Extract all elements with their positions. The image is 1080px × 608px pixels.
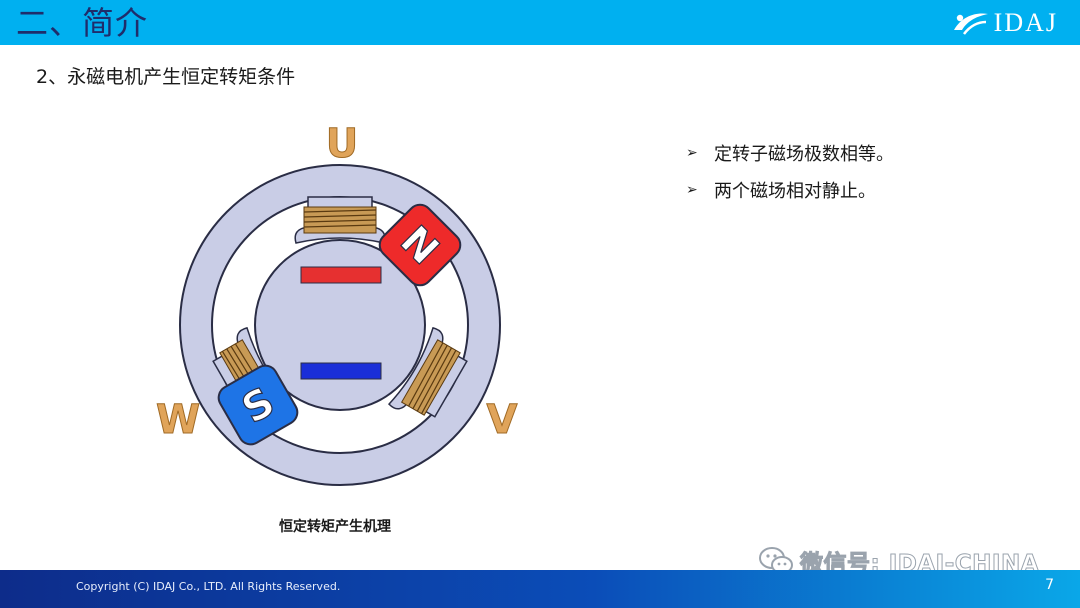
bullet-list: ➢ 定转子磁场极数相等。 ➢ 两个磁场相对静止。 (686, 140, 894, 214)
coil-u (303, 206, 377, 234)
logo-swoosh-icon (953, 13, 988, 35)
rotor-bar-south (300, 362, 382, 380)
logo-text: IDAJ (993, 8, 1058, 37)
bullet-text: 定转子磁场极数相等。 (714, 144, 894, 165)
magnet-north: N (378, 203, 462, 287)
slide-title: 二、简介 (16, 4, 149, 42)
rotor-bar-north (300, 266, 382, 284)
coil-v (400, 339, 461, 416)
arrow-bullet-icon: ➢ (686, 145, 698, 161)
bullet-item: ➢ 定转子磁场极数相等。 (686, 140, 894, 166)
copyright-text: Copyright (C) IDAJ Co., LTD. All Rights … (76, 580, 341, 593)
motor-diagram: N S U V W (155, 121, 518, 486)
magnet-south: S (217, 364, 299, 446)
page-number: 7 (1045, 577, 1054, 593)
phase-label-u: U (326, 121, 358, 167)
rotor (254, 239, 426, 411)
title-bar: 二、简介 IDAJ (0, 0, 1080, 45)
diagram-caption: 恒定转矩产生机理 (279, 519, 391, 535)
phase-label-w: W (156, 397, 200, 443)
company-logo: IDAJ (950, 6, 1058, 40)
arrow-bullet-icon: ➢ (686, 182, 698, 198)
bullet-text: 两个磁场相对静止。 (714, 181, 876, 202)
bullet-item: ➢ 两个磁场相对静止。 (686, 177, 894, 203)
footer-bar: Copyright (C) IDAJ Co., LTD. All Rights … (0, 570, 1080, 608)
section-subtitle: 2、永磁电机产生恒定转矩条件 (36, 66, 296, 88)
phase-label-v: V (487, 397, 518, 443)
